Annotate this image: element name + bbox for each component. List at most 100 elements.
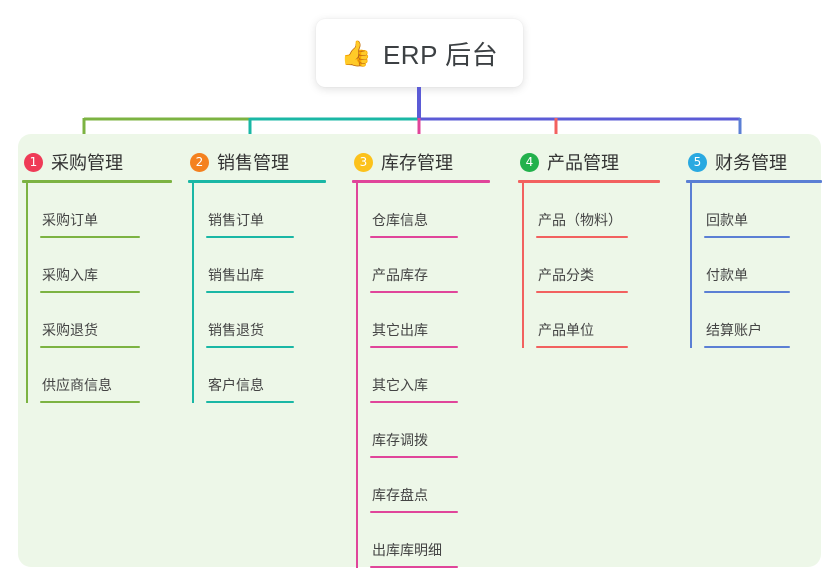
branch-item-underline: [370, 291, 458, 293]
branch-item-underline: [206, 401, 294, 403]
branch-item[interactable]: 销售出库: [188, 238, 326, 293]
branch-item-underline: [536, 291, 628, 293]
branch-items: 销售订单销售出库销售退货客户信息: [188, 183, 326, 403]
branch-item-label: 结算账户: [706, 322, 762, 338]
branch-item-underline: [536, 236, 628, 238]
branch-item[interactable]: 销售订单: [188, 183, 326, 238]
branch-item-label: 付款单: [706, 267, 748, 283]
branch-item-label: 客户信息: [208, 377, 264, 393]
branch-item-label: 产品分类: [538, 267, 594, 283]
branch-item-label: 供应商信息: [42, 377, 112, 393]
branch-item[interactable]: 其它出库: [352, 293, 490, 348]
branch-item[interactable]: 采购入库: [22, 238, 172, 293]
branch-column-2: 2 销售管理销售订单销售出库销售退货客户信息: [188, 148, 326, 403]
branch-title: 产品管理: [547, 153, 619, 173]
branch-item[interactable]: 出库库明细: [352, 513, 490, 568]
branch-item-underline: [704, 236, 790, 238]
root-node-card[interactable]: 👍 ERP 后台: [316, 19, 523, 87]
branch-item[interactable]: 结算账户: [686, 293, 822, 348]
branch-underline: [352, 180, 490, 183]
branch-item[interactable]: 客户信息: [188, 348, 326, 403]
branch-number-badge: 3: [354, 152, 373, 172]
branch-item[interactable]: 付款单: [686, 238, 822, 293]
branch-item-underline: [370, 456, 458, 458]
branch-items: 回款单付款单结算账户: [686, 183, 822, 348]
branch-item[interactable]: 其它入库: [352, 348, 490, 403]
branch-item-underline: [370, 346, 458, 348]
branches-panel: [18, 134, 821, 567]
branch-column-4: 4 产品管理产品（物料） 产品分类产品单位: [518, 148, 660, 348]
branch-item[interactable]: 产品单位: [518, 293, 660, 348]
branch-item[interactable]: 回款单: [686, 183, 822, 238]
branch-items: 仓库信息产品库存其它出库其它入库库存调拨库存盘点出库库明细: [352, 183, 490, 568]
branch-item-label: 仓库信息: [372, 212, 428, 228]
branch-item[interactable]: 库存调拨: [352, 403, 490, 458]
branch-spine: [690, 183, 692, 348]
branch-title: 销售管理: [217, 153, 289, 173]
branch-title: 采购管理: [51, 153, 123, 173]
branch-item-label: 其它出库: [372, 322, 428, 338]
branch-item-label: 采购订单: [42, 212, 98, 228]
branch-item-underline: [370, 401, 458, 403]
branch-underline: [686, 180, 822, 183]
branch-item-underline: [536, 346, 628, 348]
branch-number-badge: 4: [520, 152, 539, 172]
branch-item-underline: [206, 291, 294, 293]
branch-underline: [518, 180, 660, 183]
branch-item-label: 回款单: [706, 212, 748, 228]
branch-item-label: 产品（物料）: [538, 212, 622, 228]
branch-item[interactable]: 采购退货: [22, 293, 172, 348]
branch-header-4[interactable]: 4 产品管理: [518, 148, 660, 176]
branch-item[interactable]: 库存盘点: [352, 458, 490, 513]
branch-item-label: 库存盘点: [372, 487, 428, 503]
branch-spine: [26, 183, 28, 403]
branch-item-label: 采购入库: [42, 267, 98, 283]
branch-item-underline: [40, 346, 140, 348]
branch-item[interactable]: 销售退货: [188, 293, 326, 348]
branch-number-badge: 2: [190, 152, 209, 172]
branch-column-3: 3 库存管理仓库信息产品库存其它出库其它入库库存调拨库存盘点出库库明细: [352, 148, 490, 568]
branch-header-1[interactable]: 1 采购管理: [22, 148, 172, 176]
branch-title: 财务管理: [715, 153, 787, 173]
branch-item-label: 销售退货: [208, 322, 264, 338]
branch-item-label: 采购退货: [42, 322, 98, 338]
branch-spine: [522, 183, 524, 348]
branch-item-label: 销售出库: [208, 267, 264, 283]
branch-spine: [192, 183, 194, 403]
branch-item-label: 库存调拨: [372, 432, 428, 448]
branch-item-label: 产品单位: [538, 322, 594, 338]
branch-item-underline: [704, 291, 790, 293]
thumbs-up-icon: 👍: [340, 38, 372, 68]
branch-item[interactable]: 采购订单: [22, 183, 172, 238]
branch-item-underline: [206, 346, 294, 348]
branch-header-2[interactable]: 2 销售管理: [188, 148, 326, 176]
branch-item[interactable]: 仓库信息: [352, 183, 490, 238]
branch-column-1: 1 采购管理采购订单采购入库采购退货供应商信息: [22, 148, 172, 403]
branch-item-underline: [370, 236, 458, 238]
branch-underline: [22, 180, 172, 183]
branch-item-label: 出库库明细: [372, 542, 442, 558]
branch-header-3[interactable]: 3 库存管理: [352, 148, 490, 176]
branch-item-underline: [40, 401, 140, 403]
branch-item-underline: [370, 511, 458, 513]
branch-title: 库存管理: [381, 153, 453, 173]
branch-item[interactable]: 供应商信息: [22, 348, 172, 403]
branch-item[interactable]: 产品分类: [518, 238, 660, 293]
branch-item-label: 销售订单: [208, 212, 264, 228]
branch-item[interactable]: 产品库存: [352, 238, 490, 293]
branch-underline: [188, 180, 326, 183]
branch-items: 产品（物料） 产品分类产品单位: [518, 183, 660, 348]
branch-item-label: 产品库存: [372, 267, 428, 283]
branch-item-underline: [704, 346, 790, 348]
branch-item-underline: [206, 236, 294, 238]
branch-item[interactable]: 产品（物料）: [518, 183, 660, 238]
branch-number-badge: 1: [24, 152, 43, 172]
root-node-title: ERP 后台: [382, 39, 499, 70]
root-node-content: 👍 ERP 后台: [341, 35, 498, 72]
branch-item-underline: [370, 566, 458, 568]
branch-spine: [356, 183, 358, 568]
branch-item-underline: [40, 291, 140, 293]
